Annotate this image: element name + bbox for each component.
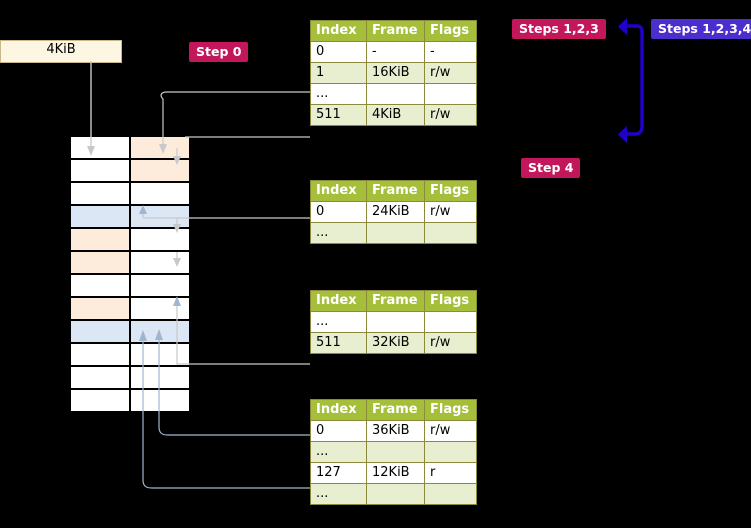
- memory-frame-cell: [130, 251, 190, 274]
- cell-flags: [424, 222, 477, 244]
- cell-frame: [366, 483, 425, 505]
- step-0-text: Step 0: [196, 44, 242, 59]
- memory-frame-cell: [70, 251, 130, 274]
- column-header-flags: Flags: [424, 399, 477, 421]
- table-row: ...: [310, 311, 477, 333]
- steps-1234-label: Steps 1,2,3,4: [651, 19, 751, 39]
- memory-frame-cell: [70, 389, 130, 412]
- column-header-frame: Frame: [366, 20, 425, 42]
- physical-memory-grid: [70, 136, 190, 412]
- cell-index: 511: [310, 332, 367, 354]
- cell-index: ...: [310, 441, 367, 463]
- cell-index: ...: [310, 311, 367, 333]
- cell-index: 0: [310, 420, 367, 442]
- cell-flags: r/w: [424, 104, 477, 126]
- column-header-index: Index: [310, 180, 367, 202]
- cell-index: 127: [310, 462, 367, 484]
- cell-frame: [366, 222, 425, 244]
- cell-frame: 12KiB: [366, 462, 425, 484]
- column-header-flags: Flags: [424, 180, 477, 202]
- memory-frame-cell: [130, 274, 190, 297]
- cell-index: 0: [310, 41, 367, 63]
- column-header-frame: Frame: [366, 399, 425, 421]
- memory-frame-cell: [130, 297, 190, 320]
- column-header-frame: Frame: [366, 290, 425, 312]
- cell-frame: 16KiB: [366, 62, 425, 84]
- cell-index: 1: [310, 62, 367, 84]
- cell-index: ...: [310, 483, 367, 505]
- cell-frame: [366, 441, 425, 463]
- memory-frame-cell: [70, 274, 130, 297]
- cell-flags: [424, 483, 477, 505]
- memory-frame-cell: [70, 205, 130, 228]
- cell-frame: -: [366, 41, 425, 63]
- steps-123-text: Steps 1,2,3: [519, 21, 599, 36]
- cell-flags: [424, 311, 477, 333]
- cell-frame: 4KiB: [366, 104, 425, 126]
- cell-frame: 24KiB: [366, 201, 425, 223]
- step-0-label: Step 0: [189, 42, 249, 62]
- memory-frame-cell: [130, 182, 190, 205]
- cell-flags: [424, 83, 477, 105]
- cell-frame: 32KiB: [366, 332, 425, 354]
- cell-index: 511: [310, 104, 367, 126]
- column-header-flags: Flags: [424, 290, 477, 312]
- memory-frame-cell: [70, 182, 130, 205]
- steps-1234-text: Steps 1,2,3,4: [658, 21, 751, 36]
- table-row: 0--: [310, 41, 477, 63]
- memory-frame-cell: [70, 343, 130, 366]
- cell-index: 0: [310, 201, 367, 223]
- memory-frame-cell: [70, 366, 130, 389]
- cell-flags: r/w: [424, 62, 477, 84]
- column-header-flags: Flags: [424, 20, 477, 42]
- table-row: ...: [310, 483, 477, 505]
- cell-flags: -: [424, 41, 477, 63]
- memory-frame-cell: [130, 320, 190, 343]
- cell-frame: [366, 83, 425, 105]
- column-header-index: Index: [310, 290, 367, 312]
- step-4-label: Step 4: [521, 158, 581, 178]
- cell-frame: [366, 311, 425, 333]
- cell-flags: r/w: [424, 332, 477, 354]
- step-4-text: Step 4: [528, 160, 574, 175]
- memory-frame-cell: [70, 320, 130, 343]
- memory-frame-cell: [130, 228, 190, 251]
- cell-index: ...: [310, 83, 367, 105]
- table-row: ...: [310, 222, 477, 244]
- cell-frame: 36KiB: [366, 420, 425, 442]
- steps-123-label: Steps 1,2,3: [512, 19, 606, 39]
- table-row: ...: [310, 441, 477, 463]
- memory-region-4kib: 4KiB: [0, 40, 122, 63]
- memory-frame-cell: [70, 297, 130, 320]
- memory-frame-cell: [130, 205, 190, 228]
- table-row: ...: [310, 83, 477, 105]
- cell-flags: r/w: [424, 201, 477, 223]
- memory-frame-cell: [130, 136, 190, 159]
- memory-region-4kib-label: 4KiB: [46, 42, 76, 57]
- memory-frame-cell: [70, 228, 130, 251]
- cell-index: ...: [310, 222, 367, 244]
- memory-frame-cell: [130, 343, 190, 366]
- column-header-index: Index: [310, 20, 367, 42]
- memory-frame-cell: [70, 136, 130, 159]
- cell-flags: r/w: [424, 420, 477, 442]
- column-header-frame: Frame: [366, 180, 425, 202]
- memory-frame-cell: [70, 159, 130, 182]
- memory-frame-cell: [130, 389, 190, 412]
- memory-frame-cell: [130, 159, 190, 182]
- memory-frame-cell: [130, 366, 190, 389]
- cell-flags: r: [424, 462, 477, 484]
- column-header-index: Index: [310, 399, 367, 421]
- cell-flags: [424, 441, 477, 463]
